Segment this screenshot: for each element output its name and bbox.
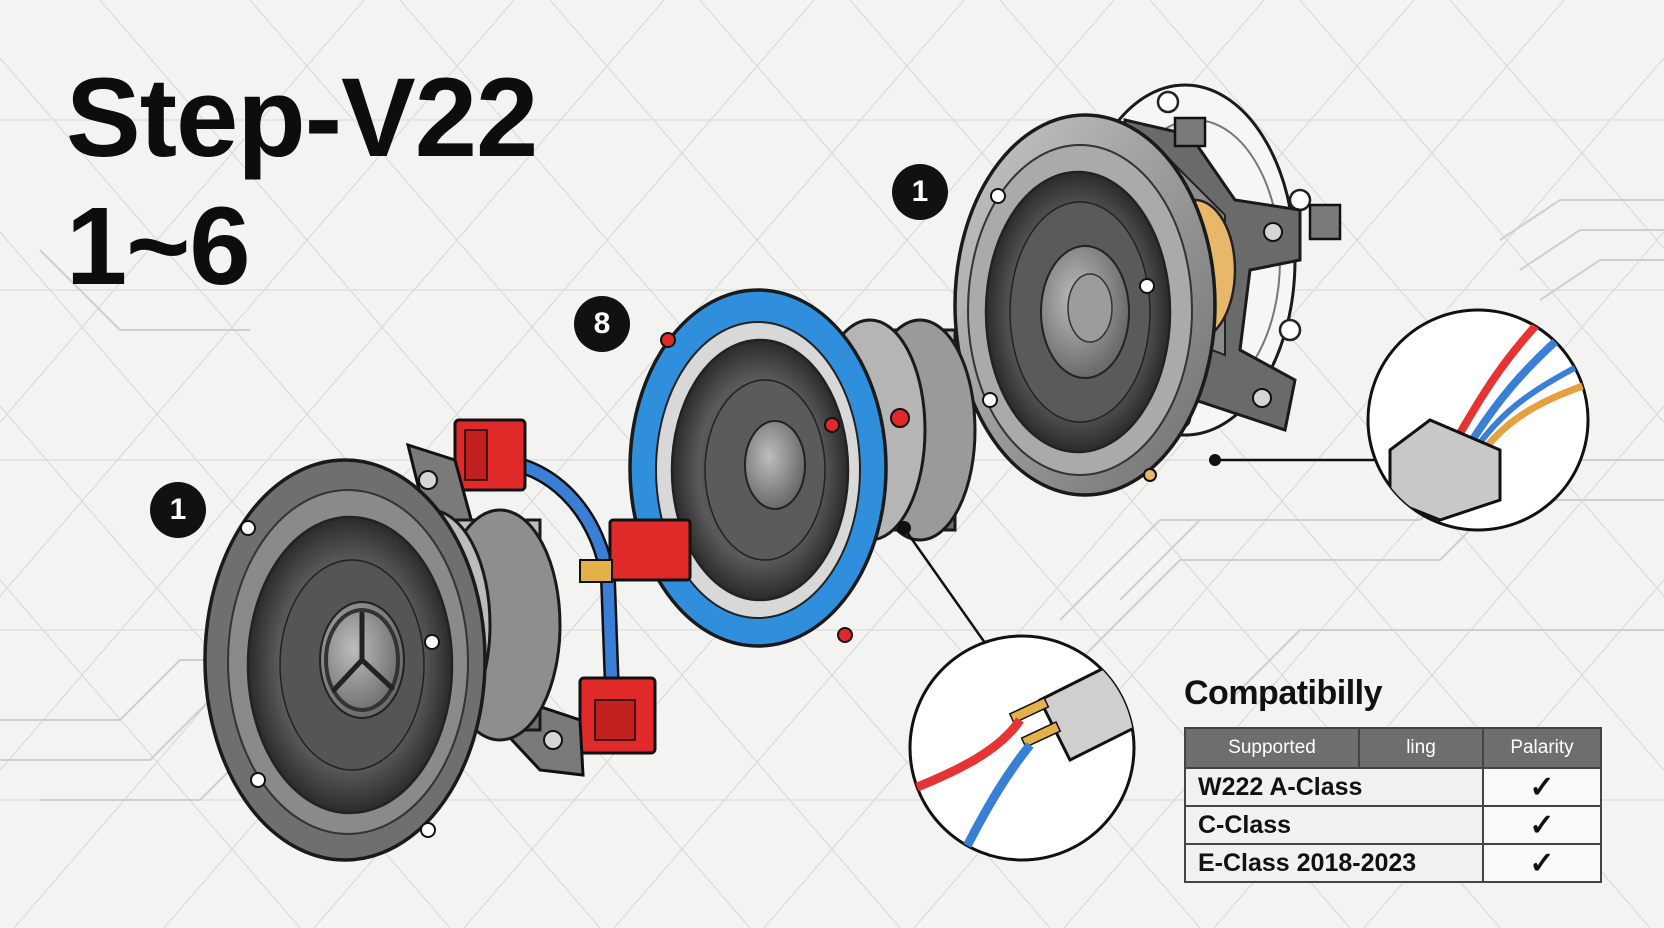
page-subtitle: 1~6	[66, 192, 250, 302]
column-header-ling: ling	[1359, 728, 1483, 768]
zoom-detail-bottom	[910, 636, 1150, 860]
zoom-detail-right	[1368, 300, 1600, 530]
compatibility-panel: Compatibilly Supported ling Palarity W2…	[1184, 674, 1604, 883]
page-title: Step-V22	[66, 62, 537, 174]
blue-gasket-speaker	[630, 290, 886, 646]
compatibility-table: Supported ling Palarity W222 A-Class ✓ …	[1184, 727, 1602, 883]
compatibility-title: Compatibilly	[1184, 674, 1604, 713]
column-header-supported: Supported	[1185, 728, 1359, 768]
column-header-polarity: Palarity	[1483, 728, 1601, 768]
model-cell: C-Class	[1185, 806, 1483, 844]
right-speaker-driver	[955, 115, 1215, 495]
table-row: W222 A-Class ✓	[1185, 768, 1601, 806]
check-icon: ✓	[1483, 844, 1601, 882]
step-marker-left: 1	[150, 482, 206, 538]
table-row: E-Class 2018-2023 ✓	[1185, 844, 1601, 882]
step-marker-middle: 8	[574, 296, 630, 352]
model-cell: E-Class 2018-2023	[1185, 844, 1483, 882]
table-header-row: Supported ling Palarity	[1185, 728, 1601, 768]
check-icon: ✓	[1483, 768, 1601, 806]
left-speaker-driver	[205, 460, 485, 860]
leader-line-middle	[904, 528, 990, 650]
check-icon: ✓	[1483, 806, 1601, 844]
step-marker-top-right: 1	[892, 164, 948, 220]
table-row: C-Class ✓	[1185, 806, 1601, 844]
model-cell: W222 A-Class	[1185, 768, 1483, 806]
